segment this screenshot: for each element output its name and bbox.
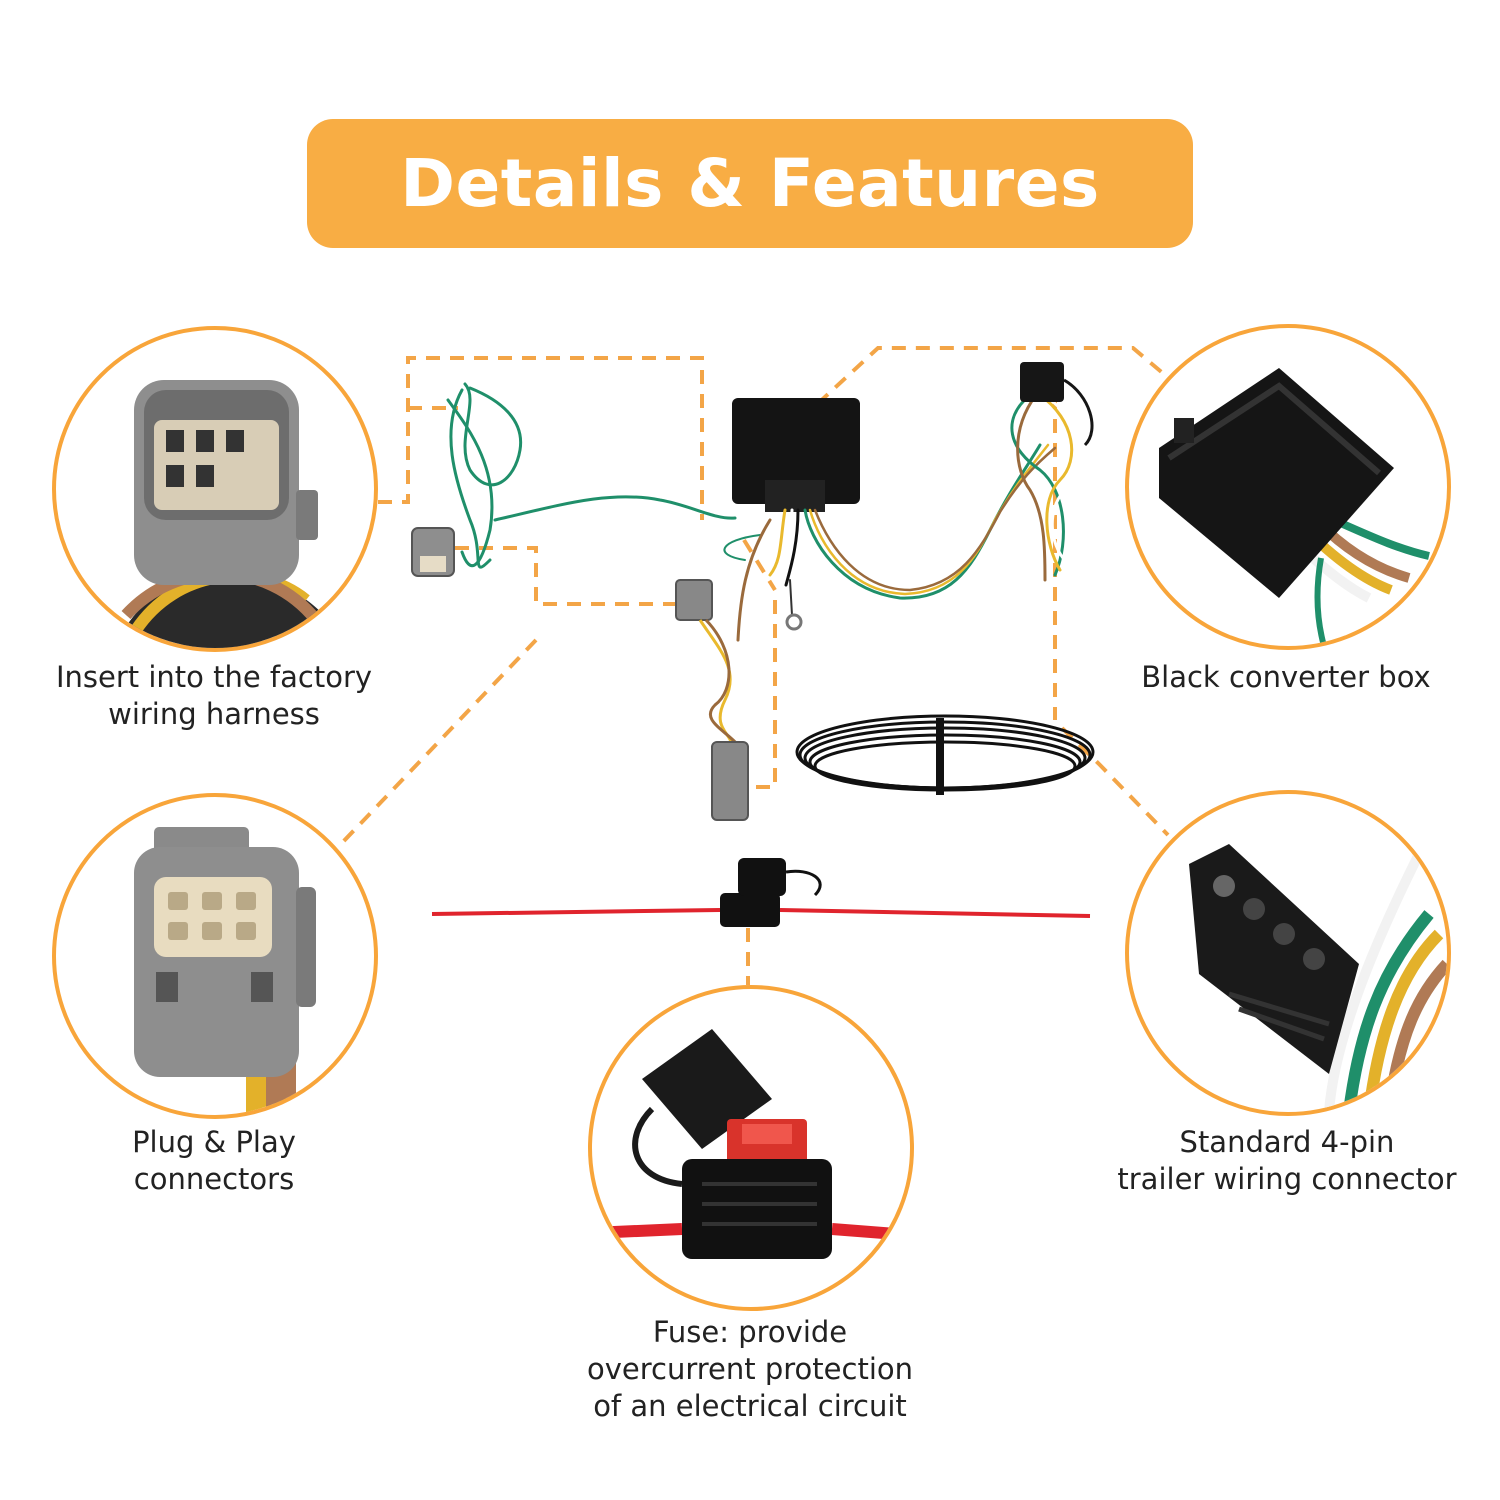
left-grey-connector: [411, 527, 455, 577]
converter-box-icon: [1159, 368, 1430, 646]
title-banner: Details & Features: [307, 119, 1193, 248]
page-title: Details & Features: [400, 145, 1100, 222]
four-pin-circle: [1125, 790, 1451, 1116]
right-four-pin-connector: [1020, 362, 1094, 447]
converter-box-caption: Black converter box: [1141, 660, 1431, 694]
red-fuse-wire: [431, 858, 1091, 927]
leader-plug-play: [455, 546, 682, 606]
y-adapter: [675, 579, 749, 821]
plug-connector-icon: [134, 827, 316, 1115]
fuse-circle: [588, 985, 914, 1311]
right-bundle-wires: [1010, 393, 1086, 582]
four-pin-caption: Standard 4-pin trailer wiring connector: [1117, 1125, 1457, 1196]
leader-factory-harness: [378, 356, 704, 520]
plug-play-caption: Plug & Play connectors: [132, 1125, 296, 1196]
converter-box-center: [732, 398, 860, 512]
leader-converter-box: [798, 346, 1167, 422]
factory-harness-connector-icon: [116, 380, 346, 648]
converter-box-circle: [1125, 324, 1451, 650]
plug-play-circle: [52, 793, 378, 1119]
fuse-caption: Fuse: provide overcurrent protection of …: [586, 1315, 913, 1423]
factory-harness-caption: Insert into the factory wiring harness: [55, 660, 373, 731]
left-harness-wire: [446, 382, 761, 569]
four-pin-connector-icon: [1189, 844, 1447, 1112]
factory-harness-circle: [52, 326, 378, 652]
coiled-black-cable: [795, 714, 1095, 795]
fuse-holder-icon: [592, 1029, 910, 1259]
